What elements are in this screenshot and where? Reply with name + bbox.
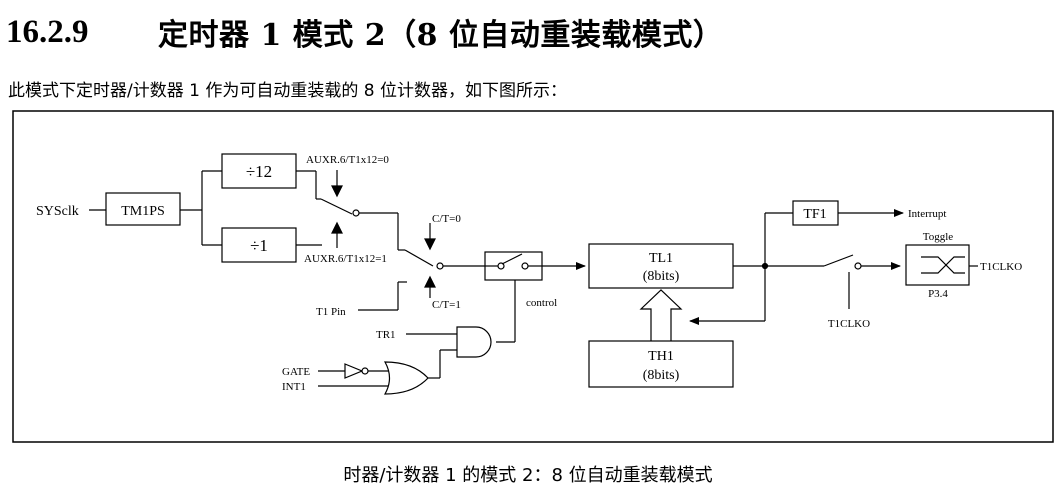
th1-box — [588, 340, 734, 388]
th1-label: TH1 — [648, 349, 674, 364]
ct-switch-blade — [404, 249, 434, 267]
section-title: 定时器 1 模式 2（8 位自动重装载模式） — [158, 18, 724, 53]
tm1ps-label: TM1PS — [121, 204, 165, 219]
tr1-label: TR1 — [376, 329, 396, 341]
ct1-label: C/T=1 — [432, 299, 461, 311]
auxr-bottom-label: AUXR.6/T1x12=1 — [304, 253, 387, 265]
t1clko-switch-blade — [823, 254, 854, 267]
ct-select-arrow-up — [424, 275, 436, 288]
auxr-top-label: AUXR.6/T1x12=0 — [306, 154, 389, 166]
t1pin-label: T1 Pin — [316, 306, 346, 318]
div12-label: ÷12 — [246, 162, 272, 181]
section-number: 16.2.9 — [6, 13, 89, 50]
sysclk-label: SYSclk — [36, 204, 79, 219]
intro-text: 此模式下定时器/计数器 1 作为可自动重装载的 8 位计数器，如下图所示： — [8, 81, 567, 101]
tm1ps-box — [105, 192, 181, 226]
ct-select-arrow-down — [424, 238, 436, 251]
diagram-frame — [12, 110, 1054, 443]
figure-caption: 时器/计数器 1 的模式 2：8 位自动重装载模式 — [343, 465, 713, 486]
reload-arrow — [639, 289, 683, 341]
tl1-bits-label: (8bits) — [643, 269, 680, 284]
toggle-label: Toggle — [923, 231, 954, 243]
gate-label: GATE — [282, 366, 310, 378]
gate-buffer — [344, 363, 364, 379]
or-gate — [383, 361, 429, 395]
and-gate — [456, 326, 492, 358]
t1clko-output-label: T1CLKO — [980, 261, 1022, 273]
div1-label: ÷1 — [250, 236, 268, 255]
tf1-label: TF1 — [803, 207, 826, 222]
t1x12-select-arrow-up — [331, 221, 343, 234]
th1-bits-label: (8bits) — [643, 368, 680, 383]
tl1-label: TL1 — [649, 251, 673, 266]
int1-label: INT1 — [282, 381, 306, 393]
section-heading: 16.2.9 定时器 1 模式 2（8 位自动重装载模式） — [6, 10, 723, 54]
t1x12-switch-blade — [320, 198, 353, 215]
interrupt-label: Interrupt — [908, 208, 946, 220]
p34-label: P3.4 — [928, 288, 948, 300]
t1clko-switch-label: T1CLKO — [828, 318, 870, 330]
control-label: control — [526, 297, 557, 309]
t1x12-select-arrow-down — [331, 185, 343, 198]
ct0-label: C/T=0 — [432, 213, 461, 225]
toggle-box — [905, 244, 970, 286]
